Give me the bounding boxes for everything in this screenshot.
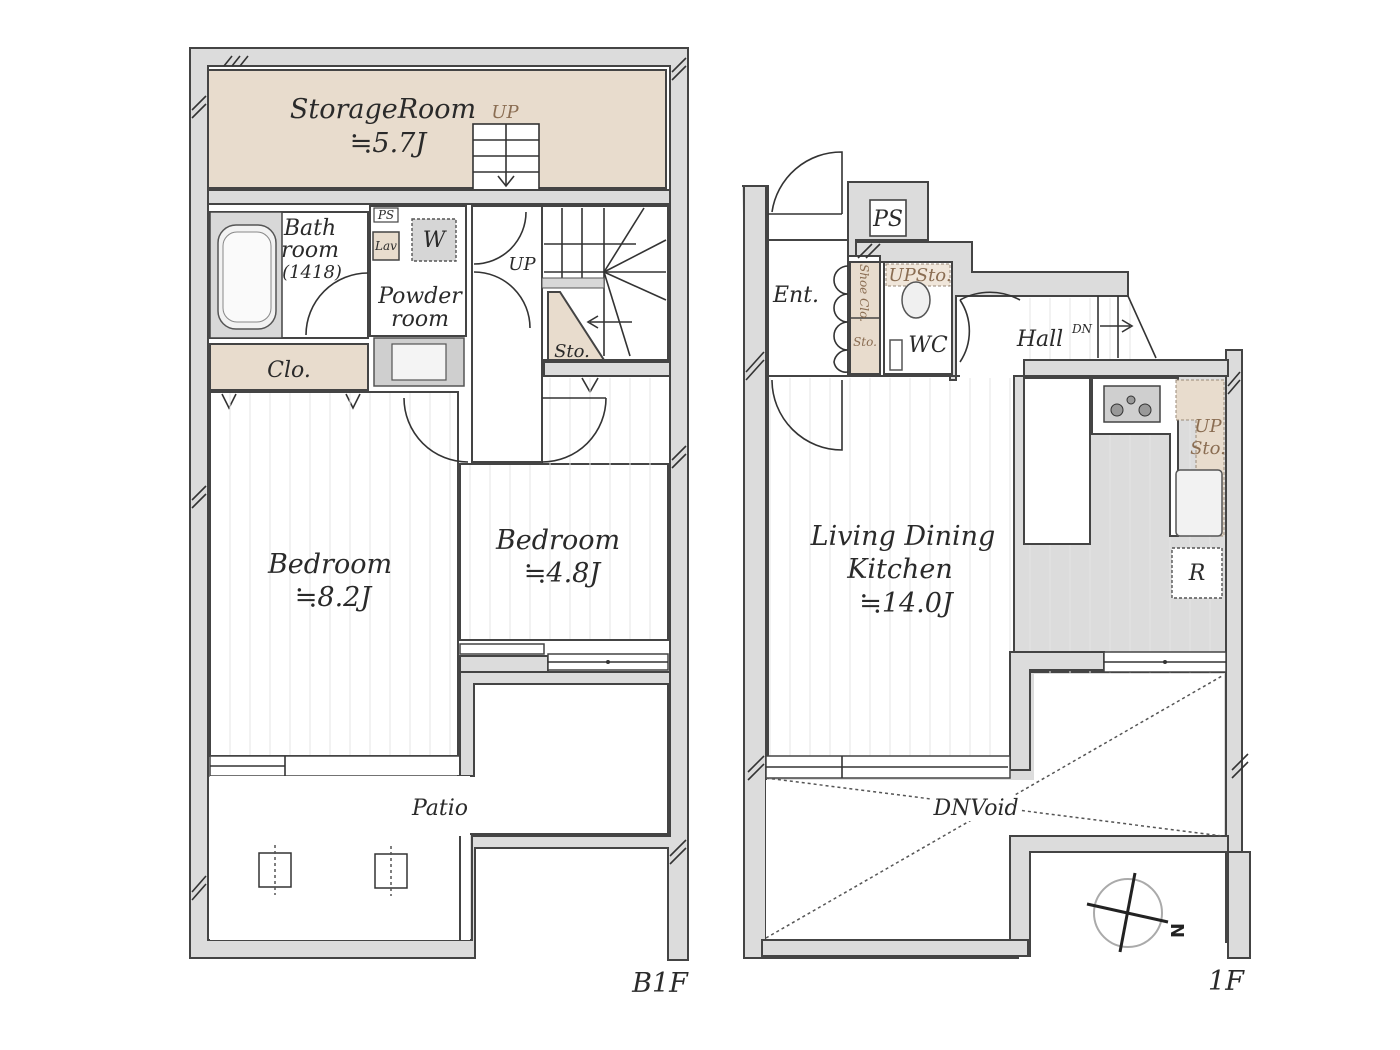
b1f-wall-hatches [191,55,687,901]
bedroom-main-area: ≒8.2J [295,582,374,613]
lavatory-label: Lav [374,239,397,253]
window-ldk-bottom [765,755,1011,779]
bathroom-label-3: (1418) [282,262,342,283]
b1f-hallway [471,205,543,463]
ldk-area: ≒14.0J [859,588,955,619]
refrigerator-label: R [1188,561,1206,586]
bedroom-main-label: Bedroom [267,549,392,580]
bathroom-label-2: room [281,238,339,263]
kitchen-storage-label-1: UP [1194,416,1222,437]
window-bedroom-small [547,653,669,671]
upper-storage-label: UPSto. [888,265,951,286]
patio-drain-1 [258,845,292,895]
bedroom-small-label: Bedroom [495,525,620,556]
patio-drain-2 [374,846,408,896]
hall-stairs [1097,295,1157,359]
ps-1f-label: PS [872,207,903,232]
kitchen-island [1023,377,1091,545]
storage-room-label: StorageRoom [290,94,476,125]
powder-room-label-1: Powder [377,284,463,309]
wc-label: WC [908,333,948,358]
bath-door-swing [305,272,369,336]
void-diagonal-1 [765,675,1223,939]
storage-room-area: ≒5.7J [350,128,429,159]
shoe-closet-doors [833,265,849,373]
ps-b1f-label: PS [377,208,394,222]
void-label: DNVoid [932,796,1018,821]
kitchen-sink-icon [1175,469,1223,537]
window-ldk-right [1103,651,1227,673]
closet-label: Clo. [267,358,311,383]
bedroom-small [459,463,669,641]
hall-label: Hall [1016,327,1063,352]
bedroom-main-door-swing [403,397,469,463]
washer-label: W [423,228,448,253]
washer-space [411,218,457,262]
bathroom-label-1: Bath [283,216,336,241]
lavatory [372,231,400,261]
floor-1f: Ent. PS Shoe Clo. Sto. UPSto. WC Hall DN [742,151,1251,997]
floor-b1f: StorageRoom ≒5.7J UP Bath room (1418) PS… [189,47,689,999]
ps-1f [869,199,907,237]
compass-icon: N [1086,872,1187,953]
patio-label: Patio [411,796,468,821]
bedroom-small-door-swing [541,397,607,463]
under-stair-storage-label: Sto. [554,341,590,362]
ldk-label-2: Kitchen [846,554,953,585]
hall-door-swing-2 [473,271,531,329]
powder-room-label-2: room [391,307,449,332]
compass-north-label: N [1166,923,1187,938]
kitchen-storage-label-2: Sto. [1190,438,1226,459]
hall-stair-up-label: UP [508,254,536,275]
ldk-door-swing [771,379,843,451]
wc-sink-icon [889,339,903,371]
closet [209,343,369,391]
bedroom-small-area: ≒4.8J [524,558,603,589]
1f-wall-hatches [745,243,1249,781]
b1f-wall-storage [207,189,671,205]
entrance-label: Ent. [772,283,819,308]
ldk-label-1: Living Dining [810,521,996,552]
window-bedroom-main [209,755,461,777]
storage-small-label: Sto. [853,335,877,349]
hall-stair-dn-label: DN [1071,322,1093,336]
floor-label-1f: 1F [1208,966,1245,997]
refrigerator-space [1171,547,1223,599]
storage-stair-up-label: UP [491,102,519,123]
wc-door-swing [959,299,971,363]
storage-room [207,69,667,189]
entrance-door-swing [771,151,843,214]
sink-icon [391,343,447,381]
shoe-closet-label: Shoe Clo. [857,264,871,322]
hall-door-swing-1 [473,211,527,265]
under-stair-storage [547,291,606,361]
floor-label-b1f: B1F [631,968,689,999]
ps-b1f [373,207,399,223]
toilet-icon [901,281,931,319]
